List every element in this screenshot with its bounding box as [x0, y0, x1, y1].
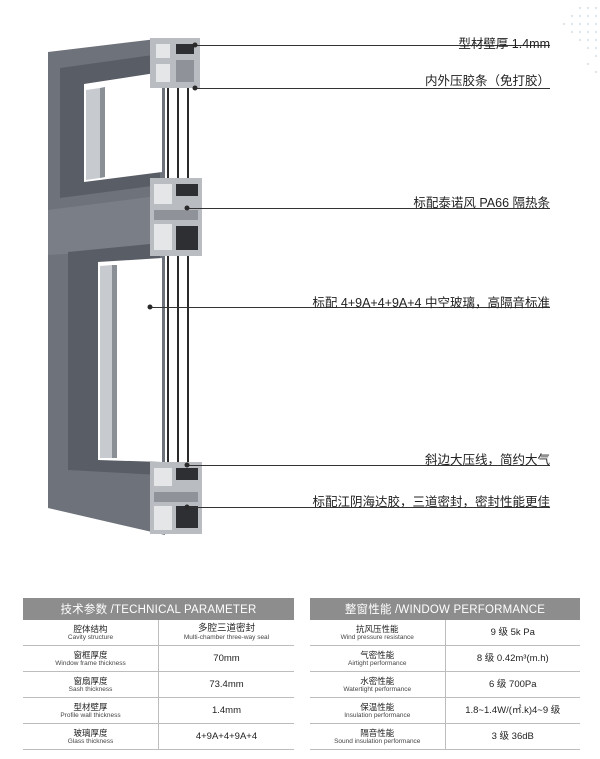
- callout-line: [187, 507, 550, 508]
- callout-dot: [147, 304, 153, 310]
- window-performance-header: 整窗性能 /WINDOW PERFORMANCE: [310, 598, 580, 620]
- row-label: 抗风压性能: [355, 623, 399, 634]
- row-label: 气密性能: [360, 649, 395, 660]
- row-label-en: Airtight performance: [347, 659, 407, 667]
- row-label-en: Sash thickness: [68, 685, 113, 693]
- row-label: 窗扇厚度: [73, 675, 108, 686]
- technical-parameter-header: 技术参数 /TECHNICAL PARAMETER: [23, 598, 294, 620]
- window-profile-illustration: [48, 38, 202, 535]
- callout-insulation-strip: 标配泰诺风 PA66 隔热条: [413, 196, 550, 210]
- row-value: 3 级 36dB: [491, 731, 534, 742]
- callout-gasket: 内外压胶条（免打胶）: [424, 74, 550, 88]
- callout-line: [195, 88, 550, 89]
- callout-dot: [184, 462, 190, 468]
- row-label-en: Window frame thickness: [55, 659, 126, 667]
- row-label: 保温性能: [360, 701, 395, 712]
- callout-line: [195, 45, 550, 46]
- row-value: 6 级 700Pa: [488, 679, 537, 690]
- row-value: 1.4mm: [211, 705, 242, 716]
- callout-line: [150, 307, 550, 308]
- callout-line: [187, 208, 550, 209]
- row-label: 腔体结构: [73, 623, 108, 634]
- row-label-en: Wind pressure resistance: [340, 633, 414, 641]
- row-label: 型材壁厚: [73, 701, 108, 712]
- callout-sealant: 标配江阴海达胶，三道密封，密封性能更佳: [312, 495, 550, 509]
- row-value: 多腔三道密封: [197, 623, 255, 634]
- row-label-en: Cavity structure: [67, 633, 114, 641]
- callout-line: [187, 465, 550, 466]
- row-value: 8 级 0.42m³(m.h): [476, 653, 549, 664]
- row-value: 73.4mm: [209, 679, 244, 690]
- row-label: 窗框厚度: [73, 649, 108, 660]
- triple-glazing-section: [167, 88, 189, 462]
- row-label: 隔音性能: [360, 727, 395, 738]
- profile-section-bottom: [150, 462, 202, 534]
- row-label-en: Watertight performance: [343, 685, 412, 693]
- profile-section-middle: [150, 178, 202, 256]
- row-value: 4+9A+4+9A+4: [195, 731, 258, 742]
- row-label-en: Insulation performance: [344, 711, 411, 719]
- callout-glass: 标配 4+9A+4+9A+4 中空玻璃，高隔音标准: [312, 296, 550, 310]
- row-label-en: Sound insulation performance: [334, 737, 421, 745]
- row-label-en: Profile wall thickness: [60, 711, 121, 719]
- row-value: 70mm: [213, 653, 240, 664]
- callout-dot: [184, 205, 190, 211]
- callout-dot: [192, 42, 198, 48]
- row-value: 1.8~1.4W/(㎡.k)4~9 级: [465, 705, 561, 716]
- callout-dot: [192, 85, 198, 91]
- callout-wall-thickness: 型材壁厚 1.4mm: [458, 37, 550, 51]
- dot-pattern-decoration: [562, 6, 598, 74]
- row-label-en: Glass thickness: [67, 737, 114, 745]
- row-label: 玻璃厚度: [73, 727, 108, 738]
- row-label: 水密性能: [360, 675, 395, 686]
- callout-dot: [184, 504, 190, 510]
- frame-middle-rail: [48, 195, 165, 255]
- profile-section-top: [150, 38, 200, 88]
- callout-bevel-bead: 斜边大压线，简约大气: [424, 453, 550, 467]
- row-value: 9 级 5k Pa: [490, 627, 535, 638]
- row-value-en: Multi-chamber three-way seal: [183, 634, 270, 641]
